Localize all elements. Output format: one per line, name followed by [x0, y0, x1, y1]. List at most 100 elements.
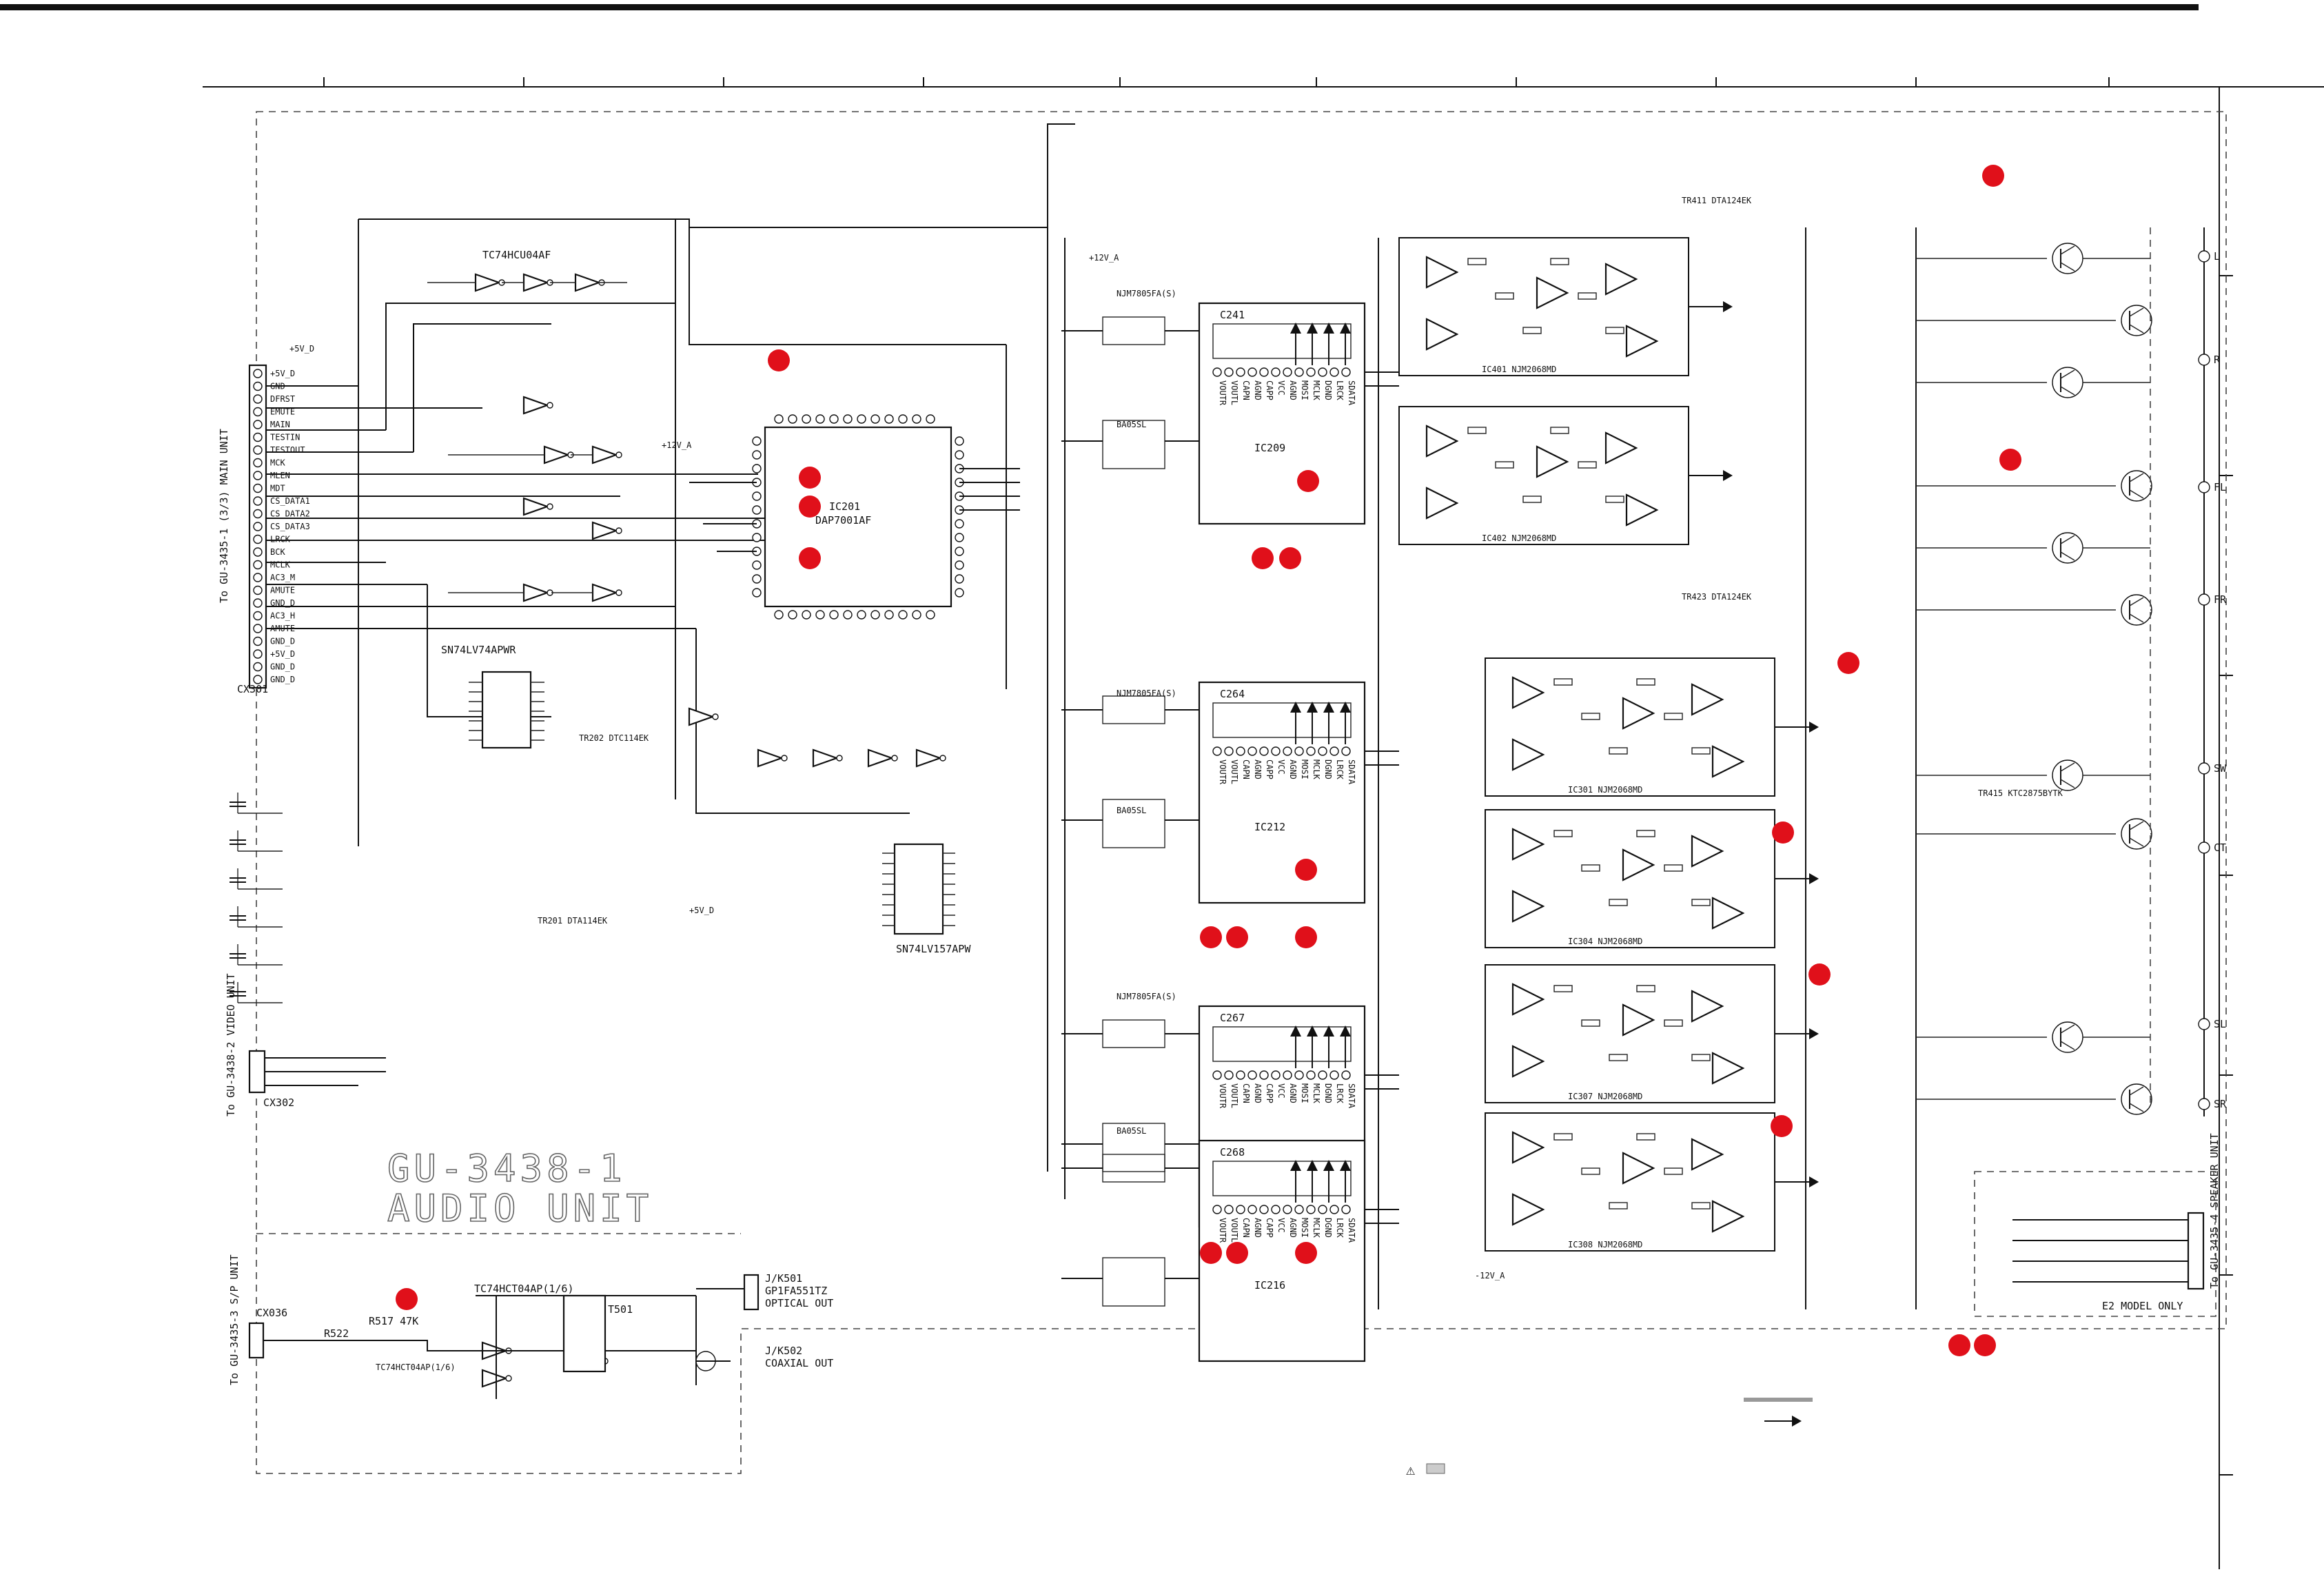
output-label: SL: [2214, 1018, 2226, 1030]
ic-pin: [870, 414, 880, 424]
connector-pin: [253, 509, 263, 519]
op-amp: [1625, 493, 1659, 527]
filter-ic-label: IC401 NJM2068MD: [1482, 365, 1556, 374]
op-amp: [1604, 263, 1638, 296]
power-rail-label: +12V_A: [662, 440, 692, 450]
power-wire: [1061, 709, 1199, 821]
dac-pin-label: SDATA: [1347, 380, 1356, 406]
connector-pin-label: GND_D: [270, 675, 295, 684]
red-marker: [1999, 449, 2021, 471]
op-amp: [1711, 897, 1745, 930]
ic-pin: [857, 610, 866, 620]
inverter-gate: [543, 445, 571, 465]
filter-block: IC307 NJM2068MD: [1485, 964, 1819, 1103]
ic-pin: [955, 450, 964, 460]
ic-pin: [1236, 746, 1245, 756]
ic-pin: [1247, 1205, 1257, 1214]
transistor-leg: [2129, 307, 2144, 334]
regulator-label: NJM7805FA(S): [1117, 688, 1176, 698]
op-amp: [1711, 1200, 1745, 1233]
ic-pin: [752, 588, 762, 598]
regulator: [1102, 1257, 1165, 1307]
op-amp: [1511, 983, 1545, 1016]
output-label: FL: [2214, 481, 2226, 493]
red-marker: [1226, 926, 1248, 948]
signal-arrow: [1340, 323, 1351, 334]
red-marker: [1279, 547, 1301, 569]
signal-arrow: [1323, 1025, 1334, 1037]
dac-pin-label: VCC: [1276, 1218, 1286, 1233]
connector-pin: [253, 381, 263, 391]
inverter-bubble: [836, 755, 843, 762]
transistor: [2052, 532, 2083, 564]
dsp-input-wire: [689, 482, 757, 552]
dac-cap-label: C264: [1220, 688, 1245, 700]
dac-pin-row: [1212, 1161, 1352, 1196]
regulator: [1102, 799, 1165, 848]
transistor-leg: [2060, 1024, 2075, 1050]
ic-pin: [1306, 746, 1316, 756]
dac-ref: IC216: [1254, 1279, 1285, 1292]
connector-pin: [253, 662, 263, 672]
ic-pin: [1294, 367, 1304, 377]
transistor: [2121, 594, 2152, 626]
inverter-gate: [591, 583, 619, 602]
resistor: [1467, 258, 1487, 265]
red-marker: [1252, 547, 1274, 569]
cx302-ref: CX302: [263, 1096, 294, 1109]
op-amp: [1711, 1052, 1745, 1085]
connector-pin-label: TESTOUT: [270, 445, 305, 455]
ic-pin: [1341, 1205, 1351, 1214]
inverter-gate: [867, 748, 895, 768]
dac-pin-label: SDATA: [1347, 1083, 1356, 1109]
resistor: [1553, 830, 1573, 837]
transistor-label: TR411 DTA124EK: [1682, 196, 1752, 205]
output-jack: [2198, 481, 2210, 493]
signal-arrow: [1340, 1025, 1351, 1037]
power-wire: [1061, 1033, 1199, 1145]
transistor-leg: [2129, 1086, 2144, 1112]
dac-cap-label: C241: [1220, 309, 1245, 321]
regulator-label: NJM7805FA(S): [1117, 289, 1176, 298]
legend-line-sample: [1744, 1398, 1813, 1402]
ic-pin: [1212, 746, 1222, 756]
inverter-gate: [591, 521, 619, 540]
op-amp: [1511, 828, 1545, 861]
ic203-label: TC74HCU04AF: [482, 249, 551, 261]
decoupling-caps: [230, 793, 283, 1003]
dac-ref: IC212: [1254, 821, 1285, 833]
op-amp: [1622, 697, 1655, 730]
ic-pin: [843, 610, 853, 620]
inverter-bubble: [615, 589, 622, 596]
ic-pin: [926, 610, 935, 620]
ic-pin: [752, 464, 762, 473]
op-amp: [1691, 683, 1724, 716]
ic-pin: [1271, 367, 1281, 377]
regulator: [1102, 695, 1165, 724]
ic-pin: [926, 414, 935, 424]
ic-pin: [884, 414, 894, 424]
signal-arrow: [1290, 702, 1301, 713]
op-amp: [1425, 487, 1459, 520]
transistor-label: TR201 DTA114EK: [538, 916, 608, 926]
inverter-gate: [522, 396, 550, 415]
cx036-ref: CX036: [256, 1307, 287, 1319]
dac-pin-label: VCC: [1276, 380, 1286, 396]
ic-pin: [955, 547, 964, 556]
resistor: [1581, 713, 1600, 720]
dac-output-wire: [1365, 1209, 1399, 1224]
signal-arrow: [1307, 702, 1318, 713]
transistor-leg: [2129, 821, 2144, 847]
transistor-leg: [2129, 597, 2144, 623]
ic-pin: [843, 414, 853, 424]
connector-pin-label: MCK: [270, 458, 285, 468]
connector-pin-label: MDT: [270, 484, 285, 493]
coaxial-label: COAXIAL OUT: [765, 1357, 833, 1369]
connector-pin: [253, 573, 263, 582]
red-marker: [1982, 165, 2004, 187]
ic-pin: [912, 414, 921, 424]
op-amp: [1691, 1138, 1724, 1171]
ic-pin: [802, 414, 811, 424]
inverter-bubble: [781, 755, 788, 762]
t501-label: T501: [608, 1303, 633, 1316]
